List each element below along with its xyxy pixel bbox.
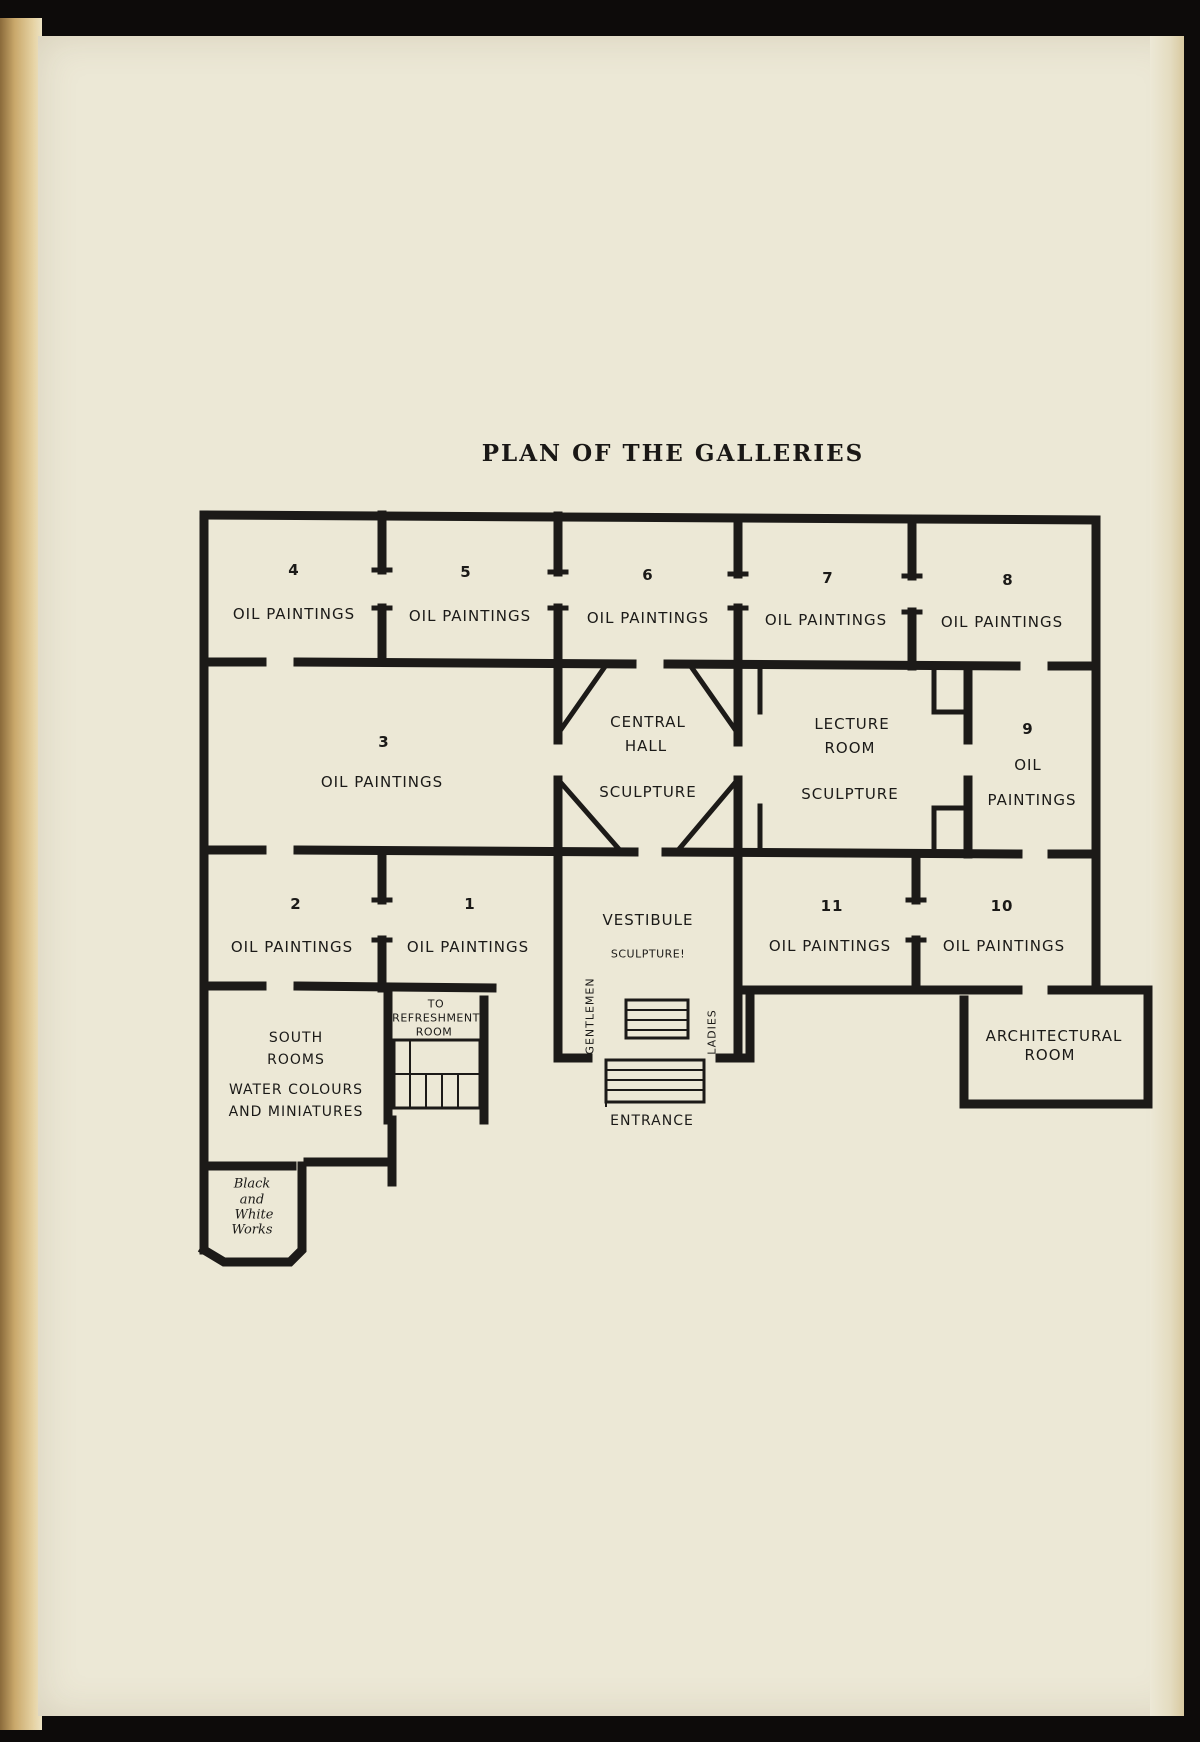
central-hall-line-2: HALL	[624, 737, 668, 755]
room-6-number: 6	[642, 566, 654, 584]
architectural-room-line-2: ROOM	[1024, 1046, 1076, 1064]
room-1-number: 1	[464, 895, 476, 913]
room-2-label: OIL PAINTINGS	[230, 938, 354, 956]
room-8-number: 8	[1002, 571, 1014, 589]
room-7-number: 7	[822, 569, 834, 587]
gentlemen-label: GENTLEMEN	[583, 977, 597, 1055]
architectural-room-line-1: ARCHITECTURAL	[985, 1027, 1123, 1045]
book-page	[38, 36, 1184, 1716]
lecture-room-line-1: LECTURE	[814, 715, 890, 733]
room-9-number: 9	[1022, 720, 1034, 738]
page-title: PLAN OF THE GALLERIES	[481, 440, 865, 467]
room-4-label: OIL PAINTINGS	[232, 605, 356, 623]
black-white-line-3: White	[234, 1207, 274, 1223]
refreshment-line-1: TO	[427, 997, 445, 1011]
entrance-label: ENTRANCE	[610, 1113, 694, 1129]
room-3-label: OIL PAINTINGS	[320, 773, 444, 791]
black-white-line-1: Black	[233, 1176, 271, 1192]
room-10-label: OIL PAINTINGS	[942, 937, 1066, 955]
room-1-label: OIL PAINTINGS	[406, 938, 530, 956]
room-8-label: OIL PAINTINGS	[940, 613, 1064, 631]
ladies-label: LADIES	[705, 1009, 719, 1055]
black-white-line-2: and	[239, 1192, 265, 1208]
black-white-line-4: Works	[231, 1222, 273, 1238]
south-rooms-line-4: AND MINIATURES	[228, 1104, 364, 1120]
south-rooms-line-3: WATER COLOURS	[228, 1082, 364, 1098]
outer-wall-north	[199, 510, 1101, 525]
room-7-label: OIL PAINTINGS	[764, 611, 888, 629]
vestibule-line-2: SCULPTURE!	[610, 947, 686, 961]
room-5-number: 5	[460, 563, 472, 581]
page-edge	[1150, 36, 1184, 1716]
central-hall-line-1: CENTRAL	[610, 713, 686, 731]
south-rooms-line-2: ROOMS	[267, 1052, 325, 1068]
room-11-number: 11	[820, 897, 844, 915]
room-4-number: 4	[288, 561, 300, 579]
room-5-label: OIL PAINTINGS	[408, 607, 532, 625]
room-3-number: 3	[378, 733, 390, 751]
lecture-room-line-2: ROOM	[824, 739, 876, 757]
refreshment-line-2: REFRESHMENT	[392, 1011, 480, 1025]
room-11-label: OIL PAINTINGS	[768, 937, 892, 955]
room-9-label-line-1: OIL	[1014, 756, 1042, 774]
central-hall-line-3: SCULPTURE	[599, 783, 697, 801]
room-6-label: OIL PAINTINGS	[586, 609, 710, 627]
book-spine	[0, 18, 42, 1730]
south-rooms-line-1: SOUTH	[268, 1030, 324, 1046]
refreshment-line-3: ROOM	[415, 1025, 453, 1039]
room-9-label-line-2: PAINTINGS	[987, 791, 1077, 809]
room-10-number: 10	[990, 897, 1014, 915]
vestibule-line-1: VESTIBULE	[602, 911, 694, 929]
room-2-number: 2	[290, 895, 302, 913]
lecture-room-line-3: SCULPTURE	[801, 785, 899, 803]
